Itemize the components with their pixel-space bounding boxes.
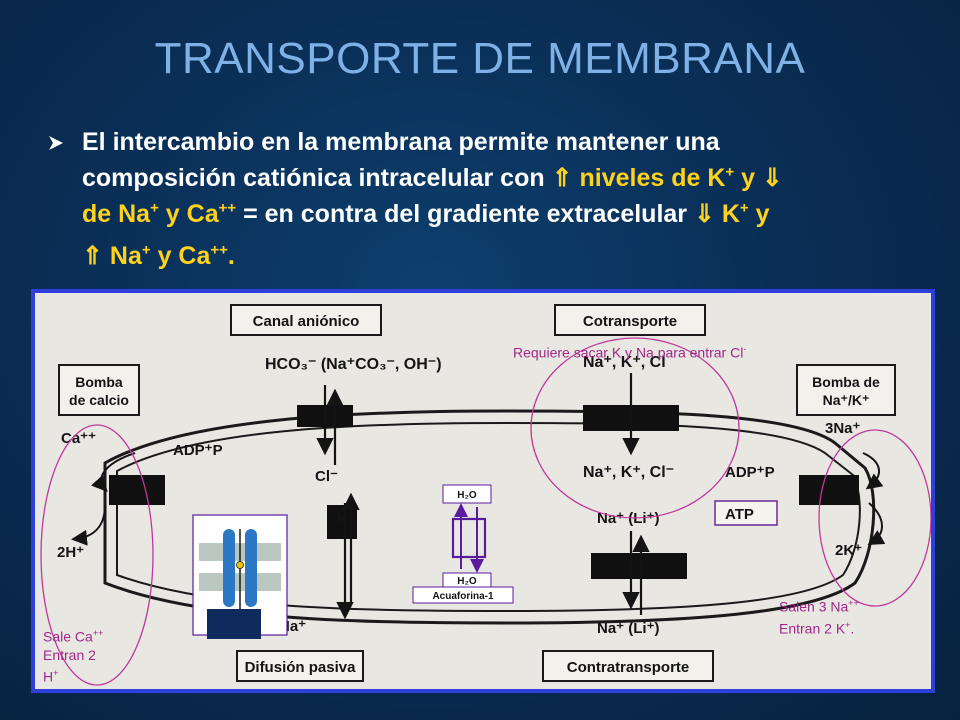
arrow-3na-out — [862, 452, 884, 490]
bullet-line-3a: de Na — [82, 200, 151, 228]
bomba-calcio-protein — [109, 475, 165, 505]
membrane-transport-figure: Canal aniónico Cotransporte Bomba de cal… — [31, 289, 935, 693]
bullet-line-4e: . — [227, 242, 235, 270]
bomba-calcio-label-2: de calcio — [69, 392, 129, 408]
annotation-salen-na-1: Salen 3 Na — [779, 598, 849, 615]
highlight-ellipse-calcio — [40, 424, 154, 686]
arrow-2k-in — [867, 502, 886, 545]
label-2k: 2K⁺ — [835, 542, 862, 559]
contratransporte-label: Contratransporte — [567, 659, 690, 676]
arrowhead-bullet-icon — [49, 136, 63, 150]
annotation-sale-ca: Sale Ca++ Entran 2 H+ — [43, 624, 103, 685]
arrow-ca-out — [91, 452, 136, 492]
bullet-line-2a: composición catiónica intracelular con — [82, 164, 552, 192]
annotation-sale-ca-2: Entran 2 — [43, 646, 96, 663]
label-cotr-bottom: Na⁺, K⁺, Cl⁻ — [583, 464, 674, 481]
annotation-requiere-text: Requiere sacar K y Na para entrar Cl — [513, 344, 744, 361]
aquaporin-h2o-bottom: H₂O — [457, 576, 477, 587]
bomba-na-k-box: Bomba de Na⁺/K⁺ — [796, 364, 896, 416]
annotation-salen-na: Salen 3 Na++ Entran 2 K+. — [779, 594, 859, 637]
bullet-sup-2c: + — [725, 163, 735, 181]
bomba-na-k-label-2: Na⁺/K⁺ — [823, 392, 870, 408]
bullet-line-2d: y ⇓ — [734, 164, 783, 192]
label-adp-right: ADP⁺P — [725, 464, 775, 481]
bullet-sup-4d: ++ — [210, 241, 228, 259]
bullet-sup-3b: + — [150, 199, 159, 217]
annotation-sale-ca-1-sup: ++ — [92, 628, 104, 638]
highlight-ellipse-na-k — [818, 429, 931, 607]
difusion-pasiva-label: Difusión pasiva — [245, 659, 357, 676]
bullet-line-3h: y — [748, 200, 770, 228]
annotation-sale-ca-1: Sale Ca — [43, 628, 93, 645]
bomba-calcio-label-1: Bomba — [75, 374, 123, 390]
bullet-line-4a: ⇑ Na — [82, 242, 142, 270]
annotation-salen-na-1-sup: ++ — [848, 598, 859, 608]
bullet-text: El intercambio en la membrana permite ma… — [82, 124, 922, 274]
atp-label: ATP — [725, 506, 754, 523]
bullet-line-3c: y Ca — [158, 200, 219, 228]
atp-box: ATP — [714, 500, 778, 526]
label-hco3: HCO₃⁻ (Na⁺CO₃⁻, OH⁻) — [265, 356, 442, 373]
bomba-na-k-label-1: Bomba de — [812, 374, 880, 390]
label-cl: Cl⁻ — [315, 468, 338, 485]
label-cotr-top: Na⁺, K⁺, Cl — [583, 354, 666, 371]
membrane-diagram: Canal aniónico Cotransporte Bomba de cal… — [40, 304, 931, 686]
bullet-line-2b: ⇑ niveles de K — [551, 164, 726, 192]
contratransporte-protein — [591, 553, 687, 579]
membrane-outer — [103, 409, 876, 625]
annotation-requiere-sup: - — [743, 344, 747, 354]
bullet-line-3f: ⇓ K — [693, 200, 740, 228]
aquaporin-illustration: H₂O H₂O Acuaforina-1 — [412, 484, 514, 604]
label-2h: 2H⁺ — [57, 544, 84, 561]
bullet-line-3e: = en contra del gradiente extracelular — [236, 200, 694, 228]
canal-anionico-box: Canal aniónico — [230, 304, 382, 336]
annotation-requiere: Requiere sacar K y Na para entrar Cl- — [513, 340, 746, 362]
contratransporte-box: Contratransporte — [542, 650, 714, 682]
cotransporte-label: Cotransporte — [583, 313, 677, 330]
label-adp-left: ADP⁺P — [173, 442, 223, 459]
slide-title: TRANSPORTE DE MEMBRANA — [154, 34, 806, 83]
bullet-line-1: El intercambio en la membrana permite ma… — [82, 128, 720, 156]
annotation-sale-ca-3-sup: + — [53, 667, 59, 678]
annotation-salen-na-2-end: . — [850, 620, 855, 637]
canal-anionico-label: Canal aniónico — [253, 313, 360, 330]
annotation-salen-na-2-sup: + — [845, 619, 851, 630]
cotransporte-box: Cotransporte — [554, 304, 706, 336]
aquaporin-name: Acuaforina-1 — [432, 591, 494, 602]
bomba-calcio-box: Bomba de calcio — [58, 364, 140, 416]
bullet-sup-3d: ++ — [218, 199, 237, 217]
arrow-2h-in — [71, 504, 106, 546]
bullet-line-4: ⇑ Na+ y Ca++. — [82, 238, 922, 274]
membrane-inner — [116, 421, 861, 613]
bullet-line-4c: y Ca — [150, 242, 211, 270]
annotation-salen-na-2: Entran 2 K — [779, 620, 846, 637]
channel-illustration — [192, 514, 288, 639]
label-k: K⁺ — [337, 510, 356, 527]
aquaporin-h2o-top: H₂O — [457, 490, 477, 501]
bullet-sup-3g: + — [739, 199, 749, 217]
bullet-sup-4b: + — [141, 241, 151, 259]
label-ca: Ca⁺⁺ — [61, 430, 96, 447]
label-na-li-top: Na⁺ (Li⁺) — [597, 510, 660, 527]
annotation-sale-ca-3: H — [43, 668, 54, 685]
label-3na: 3Na⁺ — [825, 420, 861, 437]
label-na-li-bottom: Na⁺ (Li⁺) — [597, 620, 660, 637]
difusion-pasiva-box: Difusión pasiva — [236, 650, 364, 682]
bomba-na-k-protein — [799, 475, 859, 505]
highlight-ellipse-cotransporte — [530, 337, 740, 519]
